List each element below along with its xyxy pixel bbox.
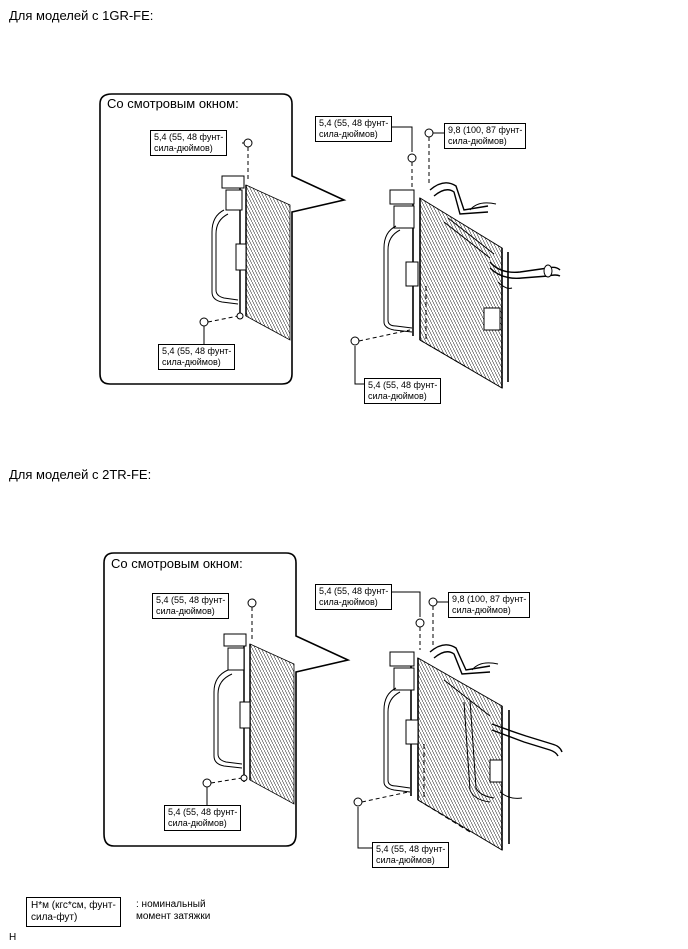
section-heading-1gr: Для моделей с 1GR-FE: [9, 8, 154, 23]
inset-panel-2 [103, 552, 351, 847]
torque-callout-main-top-right-2: 9,8 (100, 87 фунт- сила-дюймов) [448, 592, 531, 618]
inset-panel-1 [99, 93, 347, 385]
torque-callout-main-bottom-1: 5,4 (55, 48 фунт- сила-дюймов) [364, 378, 442, 404]
section-heading-2tr: Для моделей с 2TR-FE: [9, 467, 152, 482]
inset-condenser-1 [199, 138, 291, 341]
torque-callout-main-bottom-2: 5,4 (55, 48 фунт- сила-дюймов) [372, 842, 450, 868]
main-condenser-2 [353, 597, 563, 851]
torque-callout-inset-bottom-1: 5,4 (55, 48 фунт- сила-дюймов) [158, 344, 236, 370]
corner-mark: H [9, 932, 17, 943]
section-2-artwork [103, 552, 563, 851]
legend-torque-units-box: Н*м (кгс*см, фунт- сила-фут) [26, 897, 121, 927]
section-1-artwork [99, 93, 561, 389]
inset-title-2: Со смотровым окном: [111, 556, 243, 571]
torque-callout-main-top-left-2: 5,4 (55, 48 фунт- сила-дюймов) [315, 584, 393, 610]
main-condenser-1 [350, 128, 561, 389]
torque-callout-inset-bottom-2: 5,4 (55, 48 фунт- сила-дюймов) [164, 805, 242, 831]
torque-callout-main-top-left-1: 5,4 (55, 48 фунт- сила-дюймов) [315, 116, 393, 142]
torque-callout-main-top-right-1: 9,8 (100, 87 фунт- сила-дюймов) [444, 123, 527, 149]
legend-torque-description: : номинальный момент затяжки [136, 899, 211, 922]
torque-callout-inset-top-2: 5,4 (55, 48 фунт- сила-дюймов) [152, 593, 230, 619]
inset-title-1: Со смотровым окном: [107, 96, 239, 111]
torque-callout-inset-top-1: 5,4 (55, 48 фунт- сила-дюймов) [150, 130, 228, 156]
inset-condenser-2 [202, 598, 295, 805]
